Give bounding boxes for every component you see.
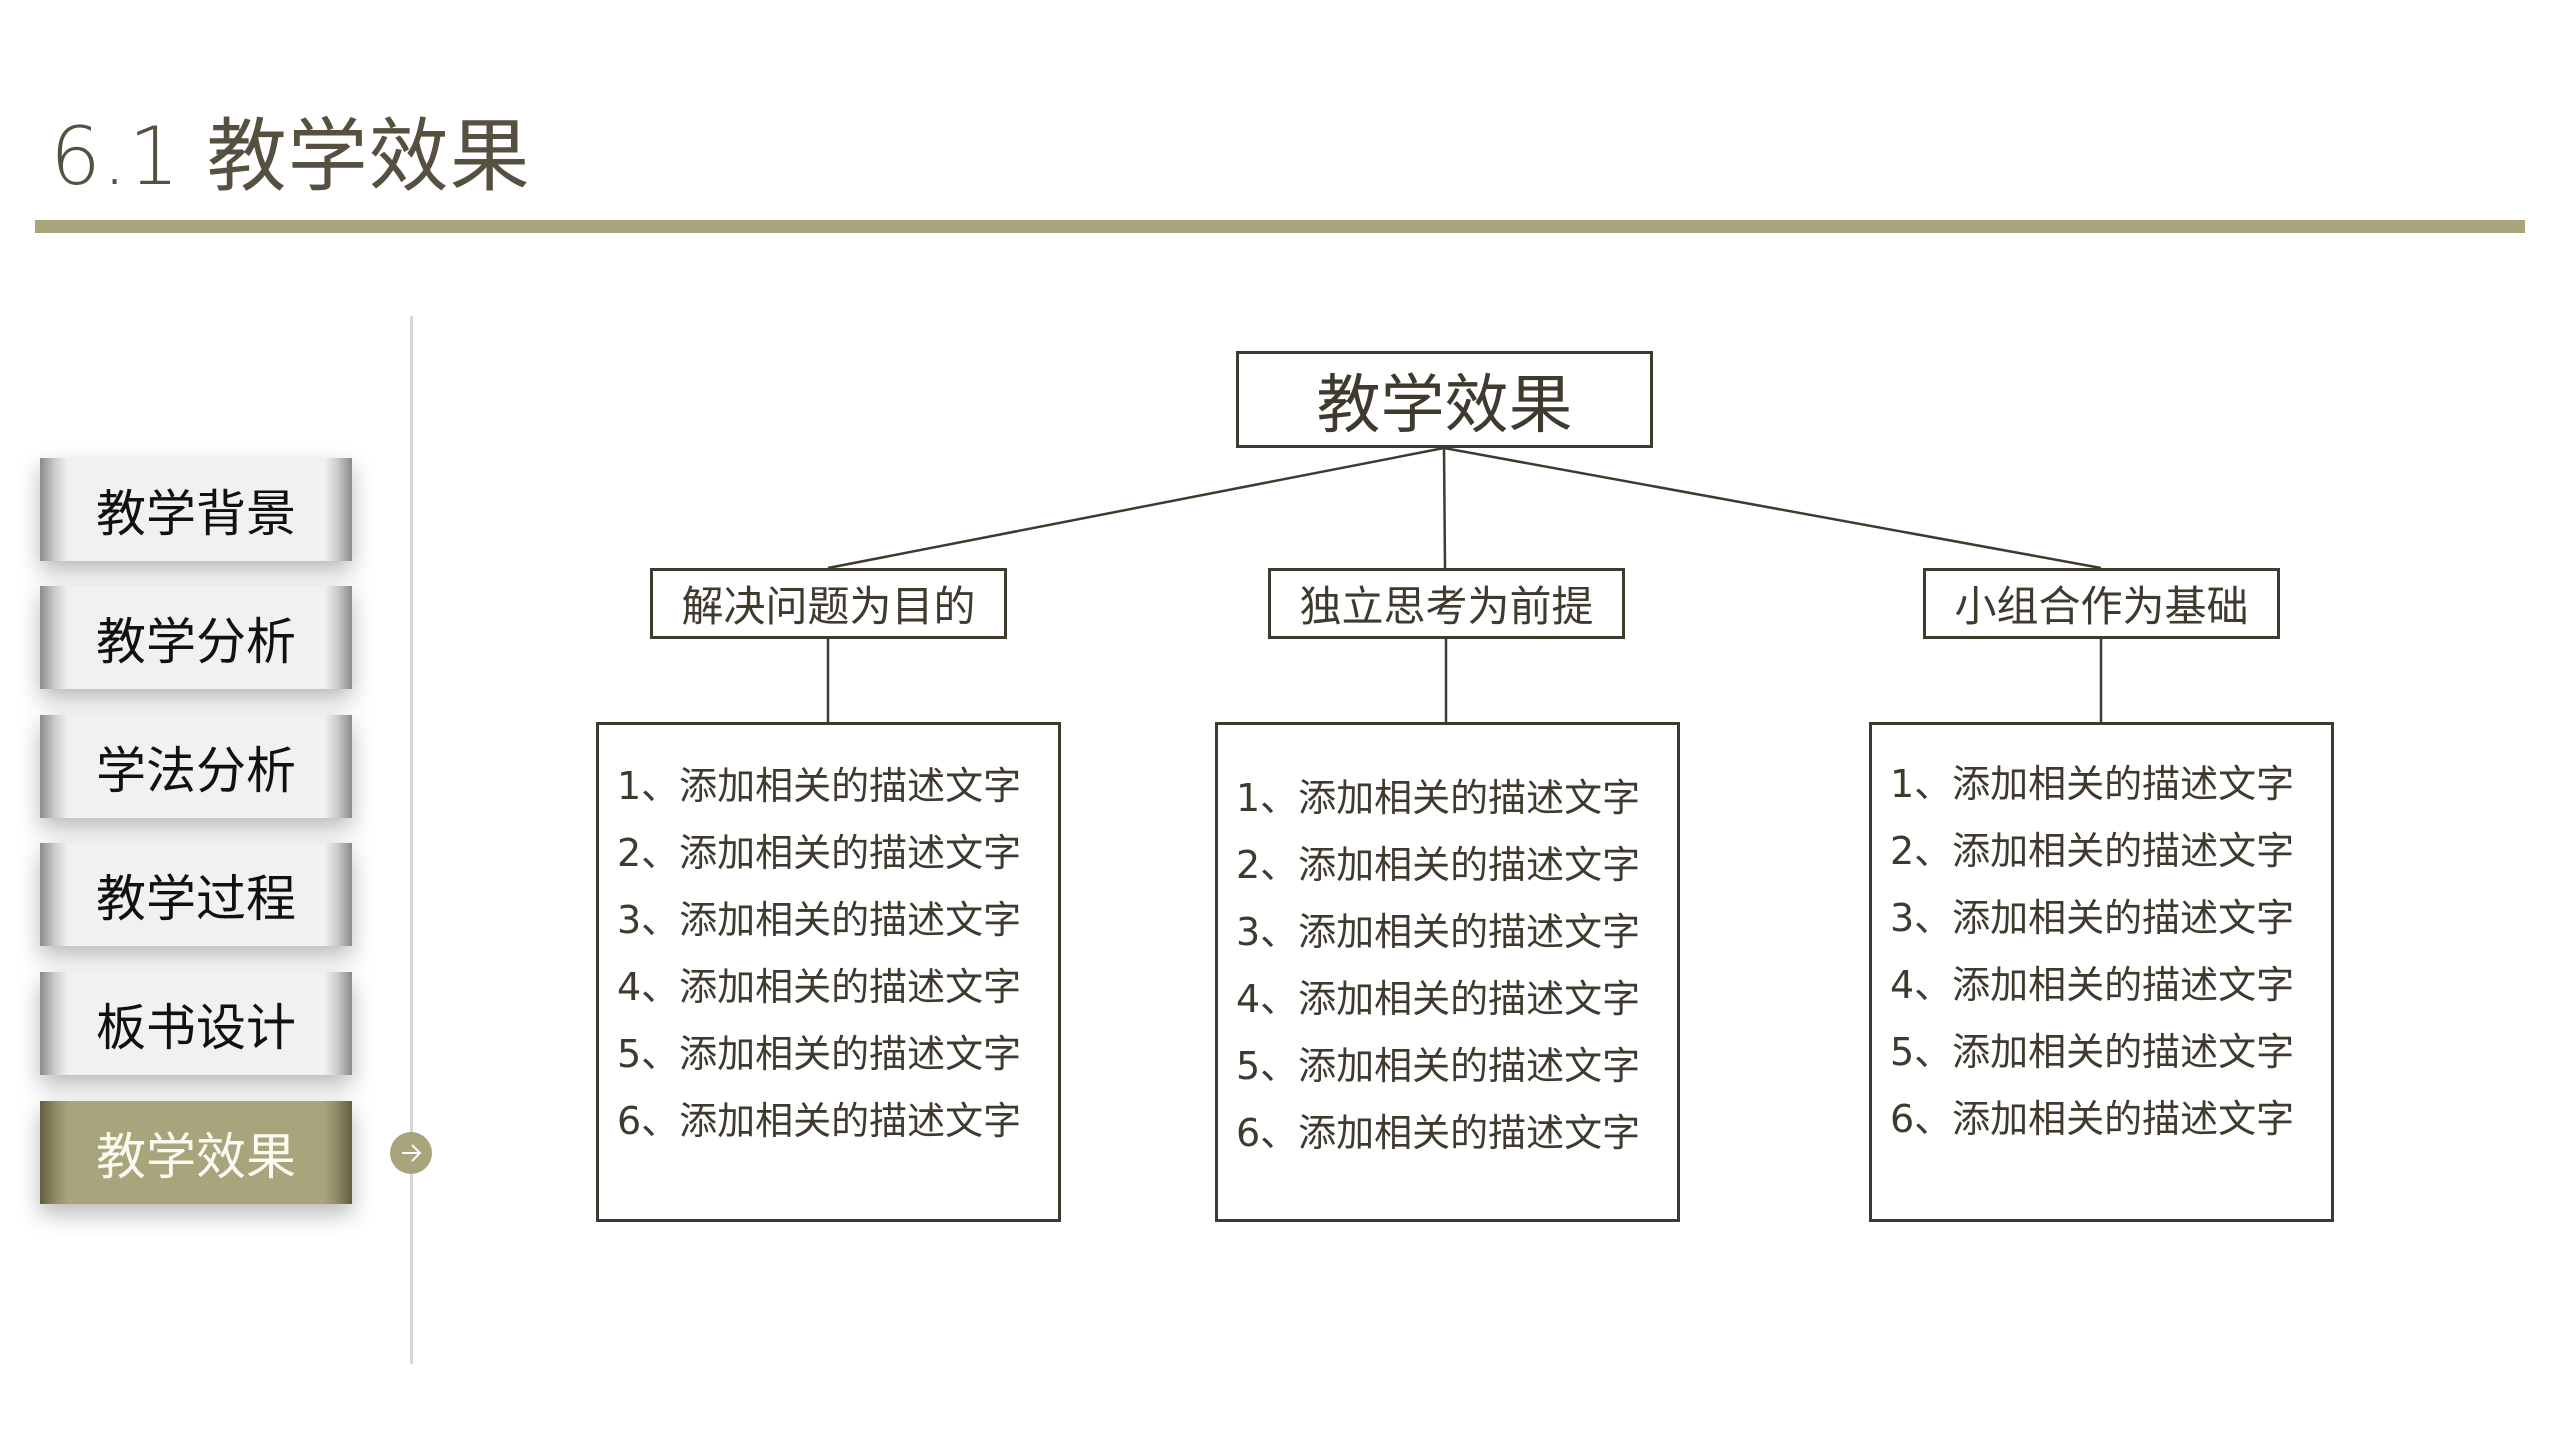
sidebar-item-process[interactable]: 教学过程: [40, 843, 352, 946]
list-item: 2、添加相关的描述文字: [617, 831, 1022, 875]
sidebar-item-background[interactable]: 教学背景: [40, 458, 352, 561]
branch-node-group-cooperation: 小组合作为基础: [1923, 568, 2280, 639]
branch-node-problem-solving: 解决问题为目的: [650, 568, 1007, 639]
sidebar-item-effect[interactable]: 教学效果: [40, 1101, 352, 1204]
sidebar-item-label: 教学分析: [96, 612, 296, 671]
list-item: 1、添加相关的描述文字: [1890, 762, 2295, 806]
list-item: 2、添加相关的描述文字: [1890, 829, 2295, 873]
list-item: 3、添加相关的描述文字: [1890, 896, 2295, 940]
list-item: 6、添加相关的描述文字: [1890, 1097, 2295, 1141]
sidebar-item-label: 教学过程: [96, 869, 296, 928]
sidebar-item-analysis[interactable]: 教学分析: [40, 586, 352, 689]
sidebar-item-board-design[interactable]: 板书设计: [40, 972, 352, 1075]
list-item: 3、添加相关的描述文字: [1236, 910, 1641, 954]
list-item: 6、添加相关的描述文字: [617, 1099, 1022, 1143]
diagram-root-node: 教学效果: [1236, 351, 1653, 448]
list-item: 6、添加相关的描述文字: [1236, 1111, 1641, 1155]
list-item: 1、添加相关的描述文字: [617, 764, 1022, 808]
arrow-right-circle-icon: [390, 1132, 432, 1174]
list-item: 1、添加相关的描述文字: [1236, 776, 1641, 820]
sidebar-divider: [410, 316, 413, 1364]
sidebar-item-label: 板书设计: [96, 998, 296, 1057]
list-item: 2、添加相关的描述文字: [1236, 843, 1641, 887]
list-item: 3、添加相关的描述文字: [617, 898, 1022, 942]
sidebar-item-label: 教学效果: [96, 1127, 296, 1186]
list-item: 4、添加相关的描述文字: [1236, 977, 1641, 1021]
sidebar-item-label: 教学背景: [96, 484, 296, 543]
branch-list-group-cooperation: 1、添加相关的描述文字 2、添加相关的描述文字 3、添加相关的描述文字 4、添加…: [1869, 722, 2334, 1222]
list-item: 4、添加相关的描述文字: [1890, 963, 2295, 1007]
sidebar-item-label: 学法分析: [96, 741, 296, 800]
list-item: 5、添加相关的描述文字: [617, 1032, 1022, 1076]
list-item: 4、添加相关的描述文字: [617, 965, 1022, 1009]
title-underline: [35, 220, 2525, 233]
branch-list-problem-solving: 1、添加相关的描述文字 2、添加相关的描述文字 3、添加相关的描述文字 4、添加…: [596, 722, 1061, 1222]
branch-list-independent-thinking: 1、添加相关的描述文字 2、添加相关的描述文字 3、添加相关的描述文字 4、添加…: [1215, 722, 1680, 1222]
page-title: 6.1 教学效果: [50, 110, 531, 203]
list-item: 5、添加相关的描述文字: [1890, 1030, 2295, 1074]
sidebar-item-learning-methods[interactable]: 学法分析: [40, 715, 352, 818]
list-item: 5、添加相关的描述文字: [1236, 1044, 1641, 1088]
branch-node-independent-thinking: 独立思考为前提: [1268, 568, 1625, 639]
